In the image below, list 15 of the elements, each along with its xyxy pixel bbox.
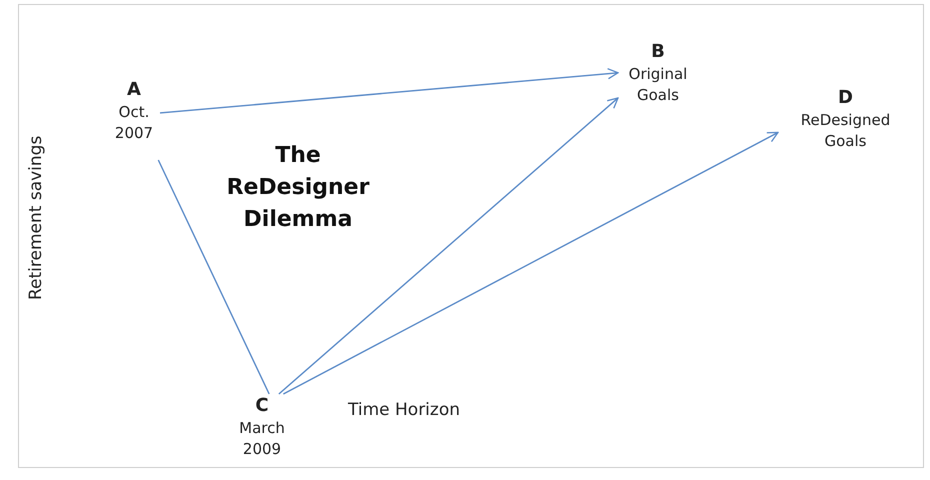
point-letter: A [126,78,142,102]
point-letter: B [650,40,666,64]
arrow [160,68,619,114]
point-letter: D [837,86,854,110]
point-label: March 2009 [238,418,286,460]
arrow [283,132,779,395]
point-label: ReDesigned Goals [800,110,892,152]
axis-label: Time Horizon [348,400,460,420]
axis-label: Retirement savings [26,136,46,300]
point-label: Oct. 2007 [114,102,154,144]
point-letter: C [254,394,270,418]
arrow [278,97,619,395]
diagram-title: The ReDesigner Dilemma [226,142,370,234]
connector-line [158,160,270,394]
point-label: Original Goals [628,64,688,106]
